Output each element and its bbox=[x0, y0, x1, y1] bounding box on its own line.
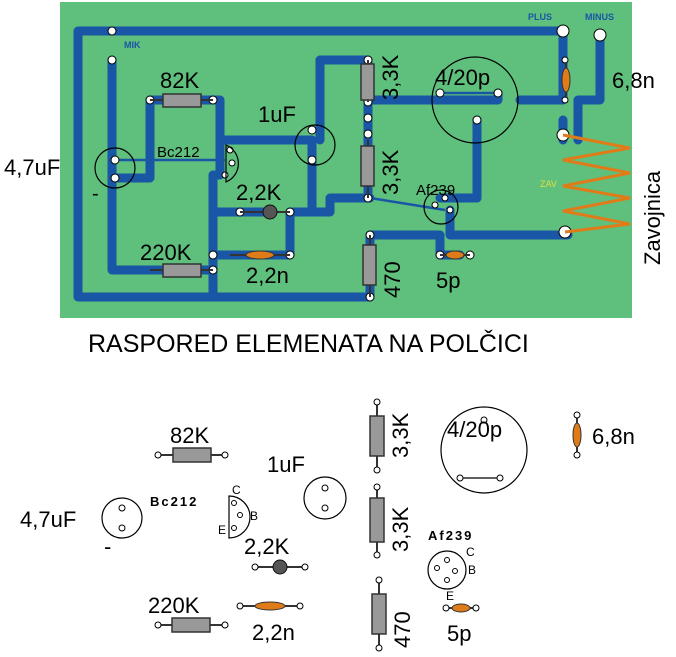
board-cap-4-7uf bbox=[94, 147, 136, 189]
part-label-af239: Af239 bbox=[428, 528, 473, 543]
part-pin-c-af239: C bbox=[466, 545, 475, 559]
part-cap-4-7uf: 4,7uF - bbox=[20, 497, 143, 559]
label-board-82k: 82K bbox=[160, 68, 199, 93]
part-label-minus: - bbox=[104, 534, 111, 559]
board-cap-2-2n bbox=[245, 250, 275, 260]
board-cap-6-8n bbox=[561, 67, 571, 93]
part-pin-c-bc212: C bbox=[232, 483, 241, 497]
pcb-board: PLUS MINUS MIK ZAV 4,7uF - 82K Bc212 1uF… bbox=[4, 2, 665, 318]
part-label-5p: 5p bbox=[447, 621, 471, 646]
label-board-af239: Af239 bbox=[416, 182, 455, 199]
part-label-4-20p: 4/20p bbox=[447, 417, 502, 442]
board-resistor-220k bbox=[162, 263, 202, 278]
label-board-minus: - bbox=[92, 183, 99, 205]
part-cap-2-2n: 2,2n bbox=[236, 601, 304, 645]
part-trimmer-4-20p: 4/20p bbox=[440, 406, 528, 494]
part-pin-b-af239: B bbox=[468, 563, 476, 577]
part-trim-2-2k: 2,2K bbox=[244, 534, 309, 575]
label-board-3-3k-mid: 3,3K bbox=[378, 149, 403, 195]
board-trim-2-2k bbox=[262, 204, 278, 220]
board-transistor-af239 bbox=[423, 189, 459, 225]
label-board-220k: 220K bbox=[140, 240, 192, 265]
part-label-3-3k-b: 3,3K bbox=[388, 506, 413, 552]
label-board-bc212: Bc212 bbox=[157, 144, 200, 161]
label-board-zavojnica: Zavojnica bbox=[640, 170, 665, 265]
board-labels: PLUS MINUS MIK ZAV 4,7uF - 82K Bc212 1uF… bbox=[4, 12, 665, 298]
label-board-4-20p: 4/20p bbox=[435, 65, 490, 90]
label-board-4-7uf: 4,7uF bbox=[4, 155, 60, 180]
board-resistor-82k bbox=[162, 93, 202, 108]
part-label-82k: 82K bbox=[170, 423, 209, 448]
board-coil bbox=[562, 133, 631, 234]
board-cap-5p bbox=[445, 250, 465, 260]
board-resistor-3-3k-top bbox=[360, 63, 375, 101]
label-zav: ZAV bbox=[540, 179, 557, 189]
part-resistor-82k: 82K bbox=[154, 423, 229, 463]
board-trimmer-4-20p bbox=[431, 56, 519, 144]
board-transistor-bc212 bbox=[225, 144, 239, 183]
label-board-2-2n: 2,2n bbox=[246, 263, 289, 288]
part-resistor-220k: 220K bbox=[148, 593, 229, 633]
part-pin-b-bc212: B bbox=[250, 509, 258, 523]
part-resistor-3-3k-b: 3,3K bbox=[369, 483, 413, 559]
part-label-4-7uf: 4,7uF bbox=[20, 507, 76, 532]
label-plus: PLUS bbox=[528, 12, 552, 22]
board-cap-1uf bbox=[294, 124, 336, 166]
label-board-5p: 5p bbox=[436, 268, 460, 293]
part-label-2-2n: 2,2n bbox=[252, 620, 295, 645]
board-resistor-470 bbox=[362, 244, 377, 286]
label-mik: MIK bbox=[124, 40, 141, 50]
label-board-470: 470 bbox=[380, 261, 405, 298]
part-transistor-af239: Af239 C B E bbox=[427, 528, 476, 603]
part-pin-e-bc212: E bbox=[218, 523, 226, 537]
label-board-6-8n: 6,8n bbox=[612, 68, 655, 93]
part-label-2-2k: 2,2K bbox=[244, 534, 290, 559]
part-transistor-bc212: Bc212 C B E bbox=[150, 483, 258, 539]
thin-trace-af239 bbox=[369, 196, 446, 212]
part-label-220k: 220K bbox=[148, 593, 200, 618]
part-label-6-8n: 6,8n bbox=[592, 424, 635, 449]
part-label-3-3k-a: 3,3K bbox=[388, 412, 413, 458]
part-resistor-3-3k-a: 3,3K bbox=[369, 398, 413, 474]
part-label-1uf: 1uF bbox=[267, 452, 305, 477]
part-pin-e-af239: E bbox=[446, 589, 454, 603]
part-cap-5p: 5p bbox=[442, 603, 480, 646]
board-resistor-3-3k-mid bbox=[360, 145, 375, 187]
board-components bbox=[94, 56, 631, 297]
label-board-2-2k: 2,2K bbox=[236, 180, 282, 205]
part-cap-6-8n: 6,8n bbox=[572, 411, 635, 459]
part-label-470: 470 bbox=[390, 611, 415, 648]
layout-title: RASPORED ELEMENATA NA POLČICI bbox=[88, 329, 529, 358]
part-cap-1uf: 1uF bbox=[267, 452, 347, 520]
part-label-bc212: Bc212 bbox=[150, 494, 198, 509]
label-board-3-3k-top: 3,3K bbox=[378, 54, 403, 100]
part-resistor-470: 470 bbox=[371, 576, 415, 652]
label-minus: MINUS bbox=[585, 12, 614, 22]
label-board-1uf: 1uF bbox=[258, 102, 296, 127]
parts-layout: 82K 4,7uF - Bc212 C B E 1uF bbox=[20, 398, 635, 652]
